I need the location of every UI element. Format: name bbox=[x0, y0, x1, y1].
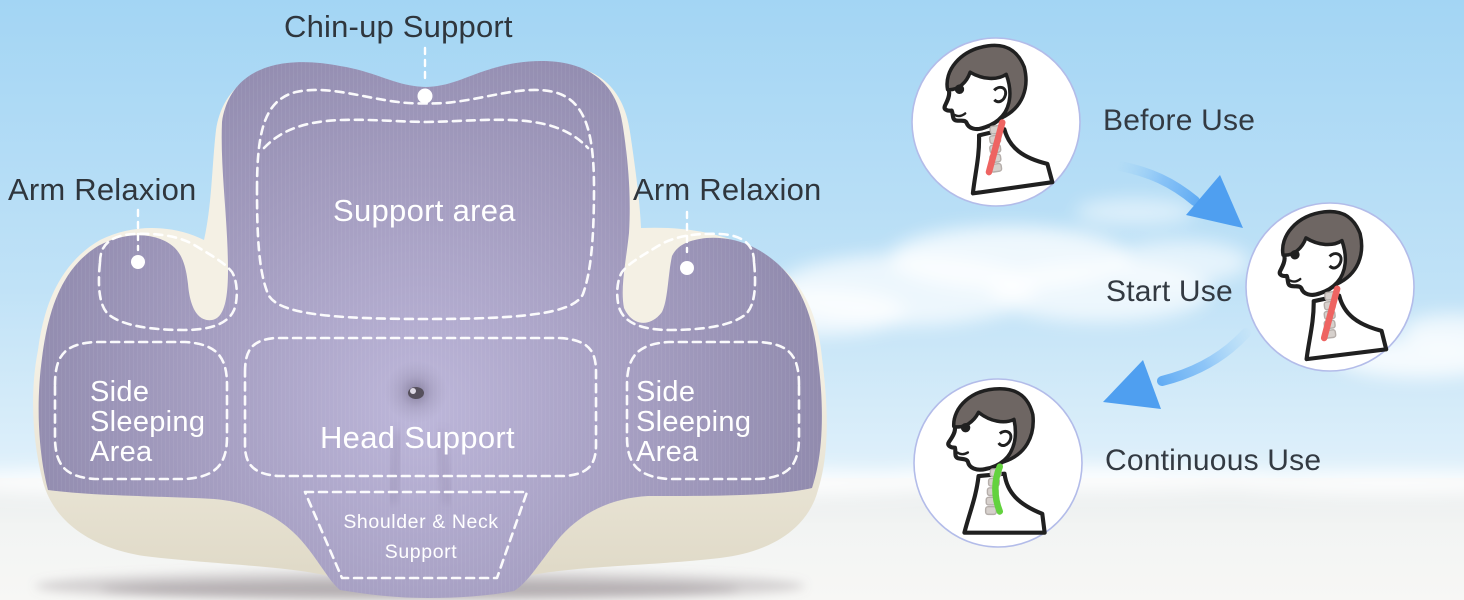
side-sleeping-left-line2: Sleeping bbox=[90, 406, 206, 438]
pillow-fabric-texture bbox=[38, 61, 822, 599]
arm-right-dot bbox=[680, 261, 694, 275]
side-sleeping-left-line1: Side bbox=[90, 376, 150, 408]
side-sleeping-right-label: Side Sleeping Area bbox=[636, 377, 751, 467]
curved-arrow-down-right-icon bbox=[1115, 161, 1243, 228]
side-sleeping-right-line1: Side bbox=[636, 376, 696, 408]
shoulder-neck-outline bbox=[303, 490, 529, 580]
head-support-outline bbox=[243, 336, 598, 478]
continuous-use-label: Continuous Use bbox=[1105, 444, 1322, 477]
callout-leaders bbox=[136, 46, 689, 254]
start-use-label: Start Use bbox=[1106, 275, 1233, 308]
pillow-dimple bbox=[385, 361, 453, 505]
shoulder-neck-support-label: Shoulder & Neck Support bbox=[310, 507, 532, 567]
posture-start-icon bbox=[1273, 206, 1386, 361]
posture-continuous-icon bbox=[948, 389, 1044, 533]
cloud bbox=[1075, 198, 1195, 226]
side-sleeping-right-line3: Area bbox=[636, 436, 699, 468]
cloud bbox=[1110, 240, 1250, 284]
head-support-label: Head Support bbox=[320, 420, 515, 455]
shoulder-neck-line1: Shoulder & Neck bbox=[343, 511, 499, 533]
support-area-outline bbox=[255, 88, 596, 321]
zone-outlines bbox=[53, 88, 801, 580]
side-sleeping-left-line3: Area bbox=[90, 436, 153, 468]
chin-up-support-label: Chin-up Support bbox=[284, 9, 513, 44]
chin-up-dot bbox=[417, 88, 433, 104]
side-sleeping-left-label: Side Sleeping Area bbox=[90, 377, 205, 467]
arm-left-dot bbox=[131, 255, 145, 269]
before-use-label: Before Use bbox=[1103, 104, 1256, 137]
arm-relaxion-right-label: Arm Relaxion bbox=[633, 172, 822, 207]
posture-before-icon bbox=[937, 40, 1052, 196]
callout-dots bbox=[131, 88, 694, 275]
chin-up-zone-outline bbox=[262, 118, 590, 150]
curved-arrow-down-left-icon bbox=[1103, 328, 1251, 409]
shoulder-neck-line2: Support bbox=[384, 541, 458, 563]
support-area-label: Support area bbox=[333, 193, 516, 228]
side-sleeping-right-line2: Sleeping bbox=[636, 406, 752, 438]
cloud bbox=[1402, 314, 1464, 346]
arm-relaxion-left-label: Arm Relaxion bbox=[8, 172, 197, 207]
